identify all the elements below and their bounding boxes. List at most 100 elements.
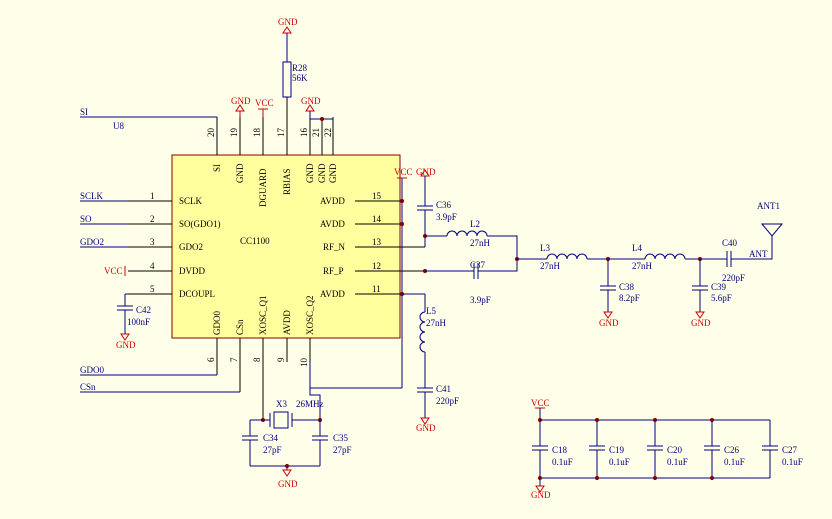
svg-text:27nH: 27nH: [426, 318, 447, 328]
svg-text:XOSC_Q2: XOSC_Q2: [305, 295, 315, 335]
svg-text:8.2pF: 8.2pF: [619, 293, 640, 303]
svg-text:6: 6: [206, 357, 216, 362]
svg-text:0.1uF: 0.1uF: [782, 457, 803, 467]
svg-text:RF_N: RF_N: [323, 242, 346, 252]
svg-text:ANT1: ANT1: [757, 201, 780, 211]
gnd-label-c42: GND: [116, 340, 136, 350]
ground-icon: [282, 469, 292, 477]
ground-icon: [282, 26, 292, 34]
l4-inductor[interactable]: [644, 253, 686, 260]
svg-text:15: 15: [372, 191, 382, 201]
svg-text:9: 9: [276, 357, 286, 362]
svg-text:CSn: CSn: [235, 319, 245, 335]
svg-text:18: 18: [252, 128, 262, 138]
svg-text:20: 20: [206, 128, 216, 138]
svg-text:GND: GND: [599, 318, 619, 328]
svg-text:C18: C18: [552, 445, 568, 455]
svg-text:L5: L5: [426, 306, 436, 316]
ground-icon: [695, 311, 705, 319]
antenna-icon: [760, 223, 784, 237]
svg-text:L4: L4: [632, 243, 642, 253]
svg-text:AVDD: AVDD: [282, 310, 292, 335]
vcc-label-avdd: VCC: [394, 167, 413, 177]
svg-text:AVDD: AVDD: [320, 196, 345, 206]
pin-name: GDO2: [179, 242, 203, 252]
svg-text:C35: C35: [333, 433, 349, 443]
pin-name: DCOUPL: [179, 289, 215, 299]
net-label-ant: ANT: [749, 249, 768, 259]
svg-text:27nH: 27nH: [470, 238, 491, 248]
svg-text:27nH: 27nH: [540, 261, 561, 271]
svg-text:3.9pF: 3.9pF: [436, 212, 457, 222]
top-pins: 20 19 18 17 16 21 22 SI GND DGUARD RBIAS…: [206, 97, 338, 207]
r28-ref: R28: [292, 63, 308, 73]
bottom-pins: 6 7 8 9 10 GDO0 CSn XOSC_Q1 AVDD XOSC_Q2: [206, 295, 315, 420]
left-pins: 1 2 3 4 5 SCLK SO(GDO1) GDO2 DVDD DCOUPL: [128, 191, 221, 299]
vcc-label-dvdd: VCC: [104, 266, 123, 276]
r28-resistor[interactable]: [282, 61, 292, 98]
svg-text:XOSC_Q1: XOSC_Q1: [258, 295, 268, 335]
svg-text:17: 17: [276, 128, 286, 138]
l3-inductor[interactable]: [546, 253, 588, 260]
c42-ref: C42: [136, 305, 151, 315]
ground-icon: [420, 417, 430, 425]
svg-text:C37: C37: [470, 260, 486, 270]
svg-text:GND: GND: [691, 318, 711, 328]
svg-text:RBIAS: RBIAS: [282, 168, 292, 195]
net-label-sclk: SCLK: [80, 191, 104, 201]
svg-text:7: 7: [229, 357, 239, 362]
ground-icon: [120, 333, 130, 341]
net-label-gdo2: GDO2: [80, 237, 104, 247]
vcc-label-dguard: VCC: [255, 98, 274, 108]
svg-text:0.1uF: 0.1uF: [667, 457, 688, 467]
l5-inductor[interactable]: [419, 311, 426, 353]
l2-inductor[interactable]: [446, 230, 488, 237]
vcc-label-decoupling: VCC: [531, 398, 550, 408]
decoupling-caps: C18 0.1uF C19 0.1uF C20 0.1uF C26 0.1uF …: [532, 418, 803, 480]
svg-text:22: 22: [323, 128, 333, 137]
svg-text:19: 19: [229, 128, 239, 138]
pin-num: 5: [150, 284, 155, 294]
svg-text:0.1uF: 0.1uF: [724, 457, 745, 467]
pin-name: SCLK: [179, 196, 203, 206]
svg-text:SI: SI: [212, 164, 222, 172]
right-pins: 15 14 13 12 11 AVDD AVDD RF_N RF_P AVDD: [320, 191, 425, 299]
svg-text:C34: C34: [263, 433, 279, 443]
svg-text:C20: C20: [667, 445, 683, 455]
svg-text:10: 10: [299, 358, 309, 368]
chip-name: CC1100: [240, 236, 270, 246]
svg-text:DGUARD: DGUARD: [258, 168, 268, 207]
svg-text:26MHz: 26MHz: [296, 399, 324, 409]
svg-text:14: 14: [372, 214, 382, 224]
svg-text:C41: C41: [436, 384, 451, 394]
chip-ref: U8: [113, 121, 124, 131]
svg-text:220pF: 220pF: [722, 273, 745, 283]
svg-text:C26: C26: [724, 445, 740, 455]
svg-text:RF_P: RF_P: [323, 266, 344, 276]
svg-text:L3: L3: [540, 243, 550, 253]
svg-text:11: 11: [372, 284, 381, 294]
svg-text:C36: C36: [436, 200, 452, 210]
svg-text:L2: L2: [470, 219, 480, 229]
svg-text:3.9pF: 3.9pF: [470, 295, 491, 305]
gnd-label-r28: GND: [278, 17, 298, 27]
svg-text:GND: GND: [305, 163, 315, 183]
net-label-csn: CSn: [80, 382, 96, 392]
svg-text:21: 21: [311, 128, 321, 137]
svg-text:AVDD: AVDD: [320, 289, 345, 299]
pin-num: 4: [150, 261, 155, 271]
svg-text:X3: X3: [276, 399, 287, 409]
svg-text:GDO0: GDO0: [212, 311, 222, 335]
svg-text:C39: C39: [711, 282, 727, 292]
svg-text:5.6pF: 5.6pF: [711, 293, 732, 303]
svg-text:C38: C38: [619, 282, 635, 292]
svg-text:8: 8: [252, 357, 262, 362]
svg-text:C40: C40: [722, 238, 738, 248]
svg-text:13: 13: [372, 237, 382, 247]
x3-crystal[interactable]: [273, 411, 289, 429]
gnd-label-pin16: GND: [301, 96, 321, 106]
svg-text:27pF: 27pF: [263, 445, 282, 455]
net-label-so: SO: [80, 214, 92, 224]
r28-value: 56K: [292, 73, 308, 83]
